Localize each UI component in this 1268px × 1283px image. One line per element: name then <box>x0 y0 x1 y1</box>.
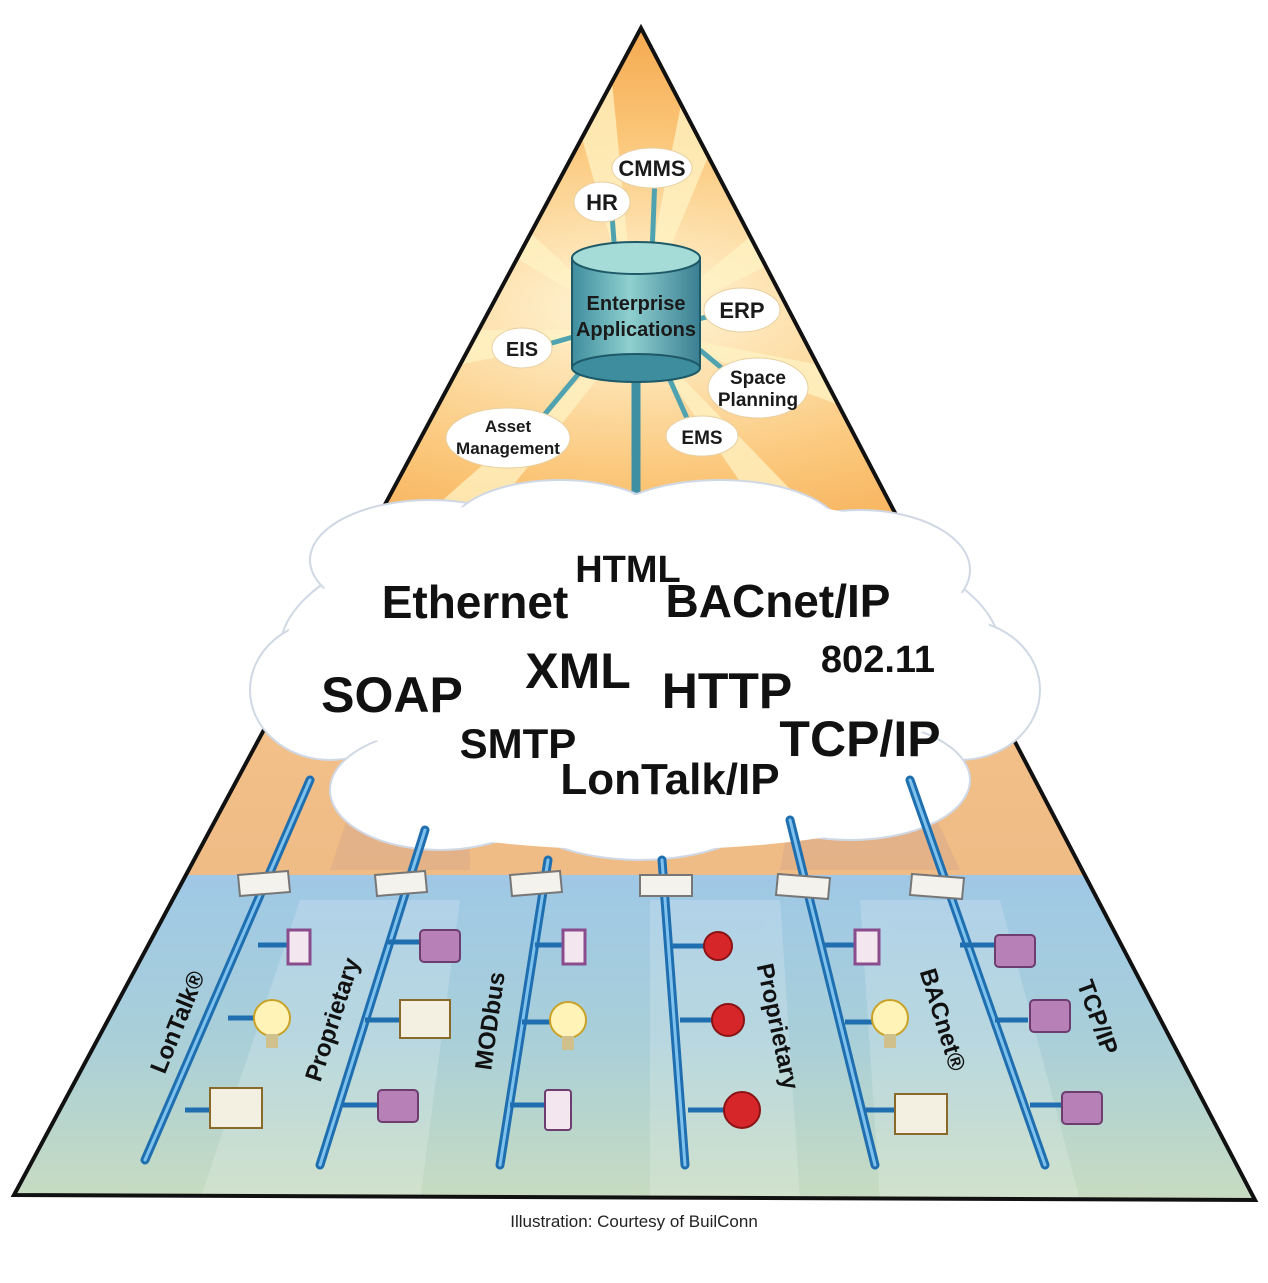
app-ems: EMS <box>681 428 722 449</box>
app-cmms: CMMS <box>618 156 685 181</box>
protocol-html: HTML <box>575 549 681 591</box>
protocol-802-11: 802.11 <box>821 639 935 681</box>
app-labels: CMMS HR ERP EIS Space Planning Asset Man… <box>456 156 798 458</box>
gateway-devices <box>236 869 966 901</box>
actuator-devices <box>377 929 1103 1131</box>
app-space-planning-line2: Planning <box>718 390 798 411</box>
illustration-credit: Illustration: Courtesy of BuilConn <box>510 1212 758 1231</box>
protocol-labels: Ethernet HTML BACnet/IP 802.11 SOAP XML … <box>321 549 940 804</box>
device-taps <box>185 939 1062 1113</box>
protocol-http: HTTP <box>662 663 793 719</box>
app-clouds <box>445 147 809 469</box>
protocol-ethernet: Ethernet <box>382 576 569 628</box>
protocol-bacnet-ip: BACnet/IP <box>666 575 891 627</box>
thermostat-devices <box>286 928 881 966</box>
app-eis: EIS <box>506 339 538 361</box>
cylinder-label-line2: Applications <box>576 319 696 341</box>
app-asset-management-line1: Asset <box>485 417 532 436</box>
enterprise-applications-cylinder: Enterprise Applications <box>571 241 701 383</box>
cylinder-label-line1: Enterprise <box>587 293 686 315</box>
protocol-soap: SOAP <box>321 667 463 723</box>
protocol-lontalk-ip: LonTalk/IP <box>560 755 779 804</box>
protocol-tcp-ip: TCP/IP <box>779 711 940 767</box>
light-bulb-devices <box>253 999 909 1050</box>
app-space-planning-line1: Space <box>730 368 786 389</box>
alarm-devices <box>703 931 761 1129</box>
protocol-smtp: SMTP <box>460 720 577 767</box>
app-erp: ERP <box>719 298 764 323</box>
app-asset-management-line2: Management <box>456 439 560 458</box>
control-panel-devices <box>209 999 948 1135</box>
protocol-xml: XML <box>525 643 631 699</box>
app-hr: HR <box>586 190 618 215</box>
